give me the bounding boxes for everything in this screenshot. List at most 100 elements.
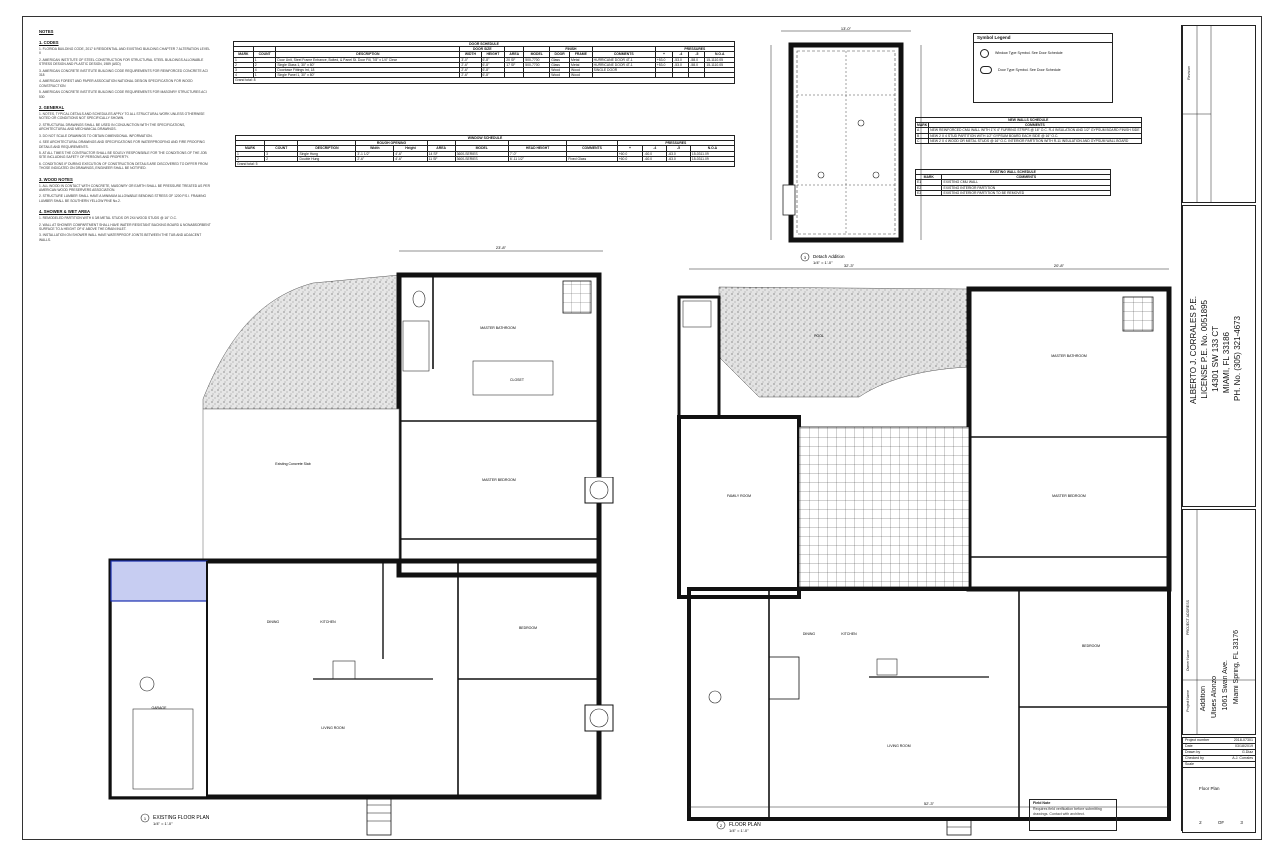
sheet-info-row: Scale <box>1183 762 1255 768</box>
project-name-label: Project Name <box>1186 690 1190 712</box>
door-schedule-cell: 15-1110.05 <box>704 61 735 69</box>
notes-item: 2. WALL AT SHOWER COMPARTMENT SHALL HAVE… <box>39 222 211 231</box>
owner-label: Owner Name <box>1186 650 1190 672</box>
existing-walls-column-header: COMMENTS <box>941 174 1111 181</box>
owner-name: Ulises Alonzo <box>1211 676 1218 719</box>
notes-item: 3. DO NOT SCALE DRAWINGS TO OBTAIN DIMEN… <box>39 133 153 138</box>
symbol-legend-title: Symbol Legend <box>974 34 1112 43</box>
notes-heading: 2. GENERAL <box>39 105 65 111</box>
new-walls-cell: NEW 2 X 4 WOOD OR METAL STUDS @ 16" O.C.… <box>928 137 1142 145</box>
project-address1: 1061 Swan Ave. <box>1222 660 1229 711</box>
sheet-name: Floor Plan <box>1199 786 1220 791</box>
engineer-box: ALBERTO J. CORRALES P.E. LICENSE P.E. No… <box>1182 205 1256 507</box>
detach-addition-plan: 13'-0" 3 Detach Addition 1/4" = 1'-0" <box>770 26 922 265</box>
sheet-info-label: Drawn by <box>1185 750 1201 754</box>
door-schedule-table: DOOR SCHEDULE DOOR SIZE FINISH PRESSURES… <box>233 40 736 84</box>
notes-title: NOTES <box>39 29 54 34</box>
floor-plan-scale: 1/4" = 1'-0" <box>729 828 749 833</box>
door-schedule-cell: Wood <box>549 72 571 79</box>
existing-garage-label: GARAGE <box>152 706 168 710</box>
door-schedule-column-header: + <box>654 51 674 58</box>
floor-master-bedroom-label: MASTER BEDROOM <box>1052 494 1086 498</box>
door-schedule-cell: +53.0 <box>654 56 674 63</box>
door-schedule-cell: Glass <box>549 56 571 63</box>
new-walls-cell: C <box>914 137 930 145</box>
door-schedule-column-header: N.O.A <box>704 51 735 58</box>
floor-dining-label: DINING <box>803 632 816 636</box>
floor-plan-number: 2 <box>720 823 723 828</box>
floor-plan-title: FLOOR PLAN <box>729 822 761 828</box>
detach-top-dim: 13'-0" <box>841 26 852 31</box>
existing-top-dim: 23'-8" <box>496 245 507 250</box>
door-schedule-column-header: MODEL <box>523 51 551 58</box>
window-schedule-column-header: -4 <box>642 145 668 152</box>
sheet-total: 3 <box>1240 820 1243 825</box>
detach-title: Detach Addition <box>813 254 845 259</box>
symbol-legend-item: Window Type Symbol. See Door Schedule <box>974 43 1112 60</box>
existing-dining-label: DINING <box>267 620 280 624</box>
existing-plan-title: EXISTING FLOOR PLAN <box>153 815 210 821</box>
existing-floor-plan: 23'-8" MASTER BATHROOM CLOSET MASTER BED… <box>108 245 603 836</box>
floor-living-label: LIVING ROOM <box>887 744 910 748</box>
existing-living-label: LIVING ROOM <box>321 726 344 730</box>
notes-item: 6. CONDITIONS IF DURING EXECUTION OF CON… <box>39 161 208 171</box>
window-schedule-column-header: N.O.A <box>689 145 736 152</box>
sheet-info-label: Project number <box>1185 738 1210 742</box>
engineer-address1: 14301 SW 133 CT <box>1211 326 1220 392</box>
existing-master-bath-label: MASTER BATHROOM <box>480 326 516 330</box>
notes-heading: 4. SHOWER & WET AREA <box>39 209 91 215</box>
symbol-legend: Symbol Legend Window Type Symbol. See Do… <box>973 33 1113 103</box>
existing-patio-label: Existing Concrete Slab <box>275 462 310 466</box>
door-finish-header: FINISH <box>549 46 593 53</box>
window-schedule-total: Grand total: 5 <box>235 160 735 168</box>
window-opening-header: ROUGH OPENING <box>355 140 428 147</box>
engineer-phone: PH. No. (305) 321-4673 <box>1233 316 1242 401</box>
floor-family-label: FAMILY ROOM <box>727 494 751 498</box>
sheet-info-value: 2018-07301 <box>1233 738 1253 742</box>
existing-kitchen-label: KITCHEN <box>320 620 336 624</box>
sheet-info-value: G.Diaz <box>1242 750 1253 754</box>
notes-item: 1. REMODELED PARTITION WITH 6 3/8 METAL … <box>39 216 177 221</box>
door-schedule-cell: 500-7700 <box>523 61 551 69</box>
floor-top-dim-right: 20'-8" <box>1054 263 1065 268</box>
new-walls-column-header: COMMENTS <box>928 122 1142 129</box>
door-schedule-cell: 500-7700 <box>523 56 551 63</box>
notes-item: 4. AMERICAN FOREST AND PAPER ASSOCIATION… <box>39 79 193 88</box>
project-box: Project Name Owner Name PROJECT ADDRESS … <box>1182 509 1256 735</box>
detach-scale: 1/4" = 1'-0" <box>813 260 833 265</box>
door-schedule-column-header: WIDTH <box>459 51 482 58</box>
proposed-floor-plan: 32'-3" 20'-8" POOL MASTER BATHROOM MASTE… <box>677 263 1172 836</box>
existing-plan-scale: 1/4" = 1'-0" <box>153 821 173 826</box>
notes-item: 2. STRUCTURAL DRAWINGS SHALL BE USED IN … <box>39 122 186 132</box>
existing-walls-cell: EXISTING INTERIOR PARTITION TO BE REMOVE… <box>941 189 1111 197</box>
floor-master-bath-label: MASTER BATHROOM <box>1051 354 1087 358</box>
existing-plan-number: 1 <box>144 816 147 821</box>
symbol-legend-item: Door Type Symbol. See Door Schedule <box>974 60 1112 76</box>
window-schedule-column-header: MODEL <box>454 145 509 152</box>
sheet-number: 2 <box>1199 820 1202 825</box>
door-symbol-icon <box>980 66 992 74</box>
project-name: Addition <box>1200 686 1207 712</box>
symbol-legend-label: Door Type Symbol. See Door Schedule <box>998 67 1061 72</box>
notes-item: 5. AMERICAN CONCRETE INSTITUTE BUILDING … <box>39 90 207 99</box>
notes-item: 1. FLORIDA BUILDING CODE, 2017 6 RESIDEN… <box>39 47 210 56</box>
window-schedule-column-header: Height <box>393 145 428 152</box>
notes-item: 4. SEE ARCHITECTURAL DRAWINGS AND SPECIF… <box>39 140 205 149</box>
project-address2: Miami Spring, FL 33176 <box>1233 630 1240 705</box>
title-block: Revision ALBERTO J. CORRALES P.E. LICENS… <box>1181 25 1256 833</box>
notes-item: 2. AMERICAN INSTITUTE OF STEEL CONSTRUCT… <box>39 57 204 67</box>
engineer-license: LICENSE P.E. No. 0051895 <box>1200 300 1209 399</box>
floor-bottom-dim: 52'-3" <box>924 801 935 806</box>
sheet-info-label: Scale <box>1185 762 1194 766</box>
